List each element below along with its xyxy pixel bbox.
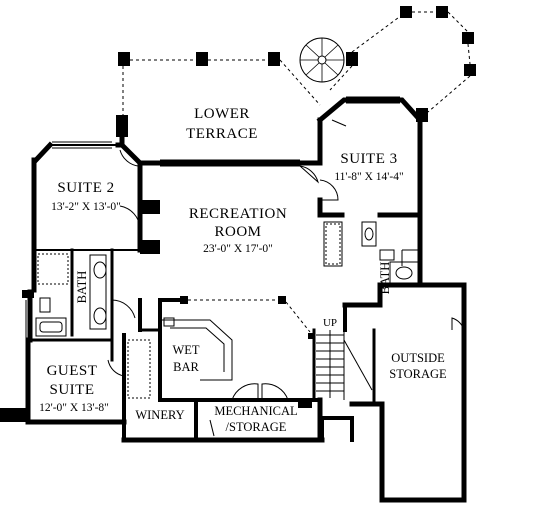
guest-suite-dims: 12'-0" X 13'-8" [39, 402, 109, 414]
outside-storage-label-1: OUTSIDE [391, 351, 445, 365]
wall-piers [0, 115, 314, 422]
wet-bar-label-2: BAR [173, 360, 199, 374]
beam-lines [188, 299, 311, 333]
spiral-stair [299, 37, 345, 83]
stair [316, 330, 373, 400]
doors [107, 119, 465, 437]
recreation-label-2: ROOM [214, 224, 261, 240]
closet-outlines [34, 223, 341, 421]
guest-suite-label-1: GUEST [47, 363, 98, 379]
bath-left-label: BATH [75, 271, 89, 304]
room-labels: LOWER TERRACE SUITE 2 13'-2" X 13'-0" SU… [39, 106, 447, 434]
bath-fixtures [35, 221, 419, 337]
lower-terrace-label-2: TERRACE [186, 126, 258, 142]
mechanical-label-2: /STORAGE [226, 420, 287, 434]
wet-bar-label-1: WET [172, 343, 199, 357]
bath-right-label: BATH [378, 262, 392, 295]
recreation-label-1: RECREATION [189, 206, 287, 222]
suite2-label: SUITE 2 [57, 180, 114, 196]
suite3-label: SUITE 3 [340, 151, 397, 167]
lower-terrace-area [118, 52, 321, 122]
suite2-dims: 13'-2" X 13'-0" [51, 201, 121, 213]
outside-storage-label-2: STORAGE [389, 367, 447, 381]
guest-suite-label-2: SUITE [50, 382, 95, 398]
lower-terrace-label-1: LOWER [194, 106, 250, 122]
suite3-dims: 11'-8" X 14'-4" [334, 171, 403, 183]
winery-label: WINERY [135, 408, 184, 422]
recreation-dims: 23'-0" X 17'-0" [203, 243, 273, 255]
windows [25, 96, 400, 340]
mechanical-label-1: MECHANICAL [214, 404, 297, 418]
upper-right-terrace [329, 6, 476, 122]
walls [25, 97, 467, 503]
wet-bar-counter [162, 317, 233, 381]
stair-up-label: UP [323, 317, 337, 329]
